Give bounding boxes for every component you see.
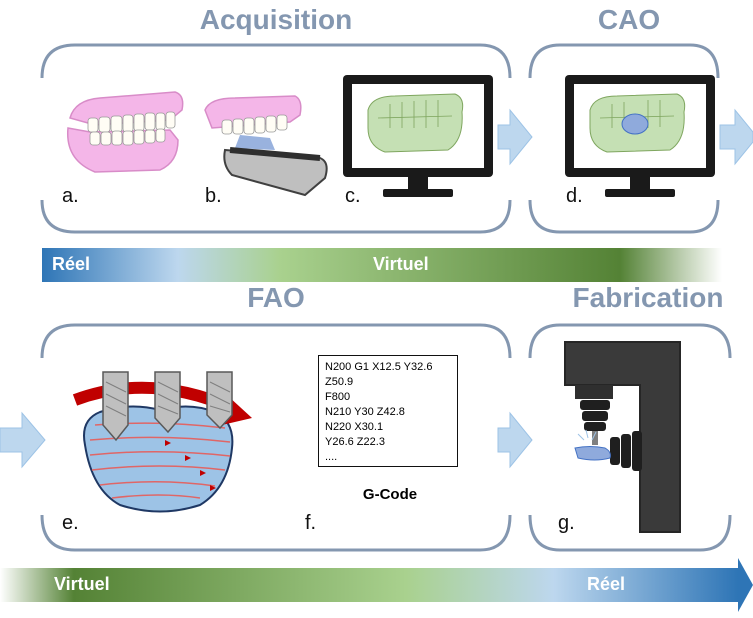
cao-bracket bbox=[528, 43, 720, 234]
arrow-icon bbox=[497, 411, 533, 469]
gcode-line: F800 bbox=[325, 391, 351, 403]
gcode-line: Y26.6 Z22.3 bbox=[325, 436, 385, 448]
step-label-f: f. bbox=[305, 512, 317, 534]
stage-title-cao: CAO bbox=[597, 4, 661, 35]
band-top-left-label: Réel bbox=[52, 254, 91, 274]
step-label-e: e. bbox=[62, 512, 79, 534]
stage-title-fabrication: Fabrication bbox=[572, 282, 724, 313]
dental-arch-illustration bbox=[67, 91, 184, 173]
gcode-caption: G-Code bbox=[362, 486, 418, 503]
step-label-b: b. bbox=[205, 185, 222, 207]
real-virtual-band bbox=[42, 248, 722, 282]
step-label-g: g. bbox=[558, 512, 575, 534]
arrow-icon bbox=[497, 108, 533, 166]
toolpath-illustration bbox=[72, 371, 252, 513]
cad-monitor-icon bbox=[565, 75, 715, 197]
step-label-a: a. bbox=[62, 185, 79, 207]
gcode-box: N200 G1 X12.5 Y32.6 Z50.9 F800 N210 Y30 … bbox=[318, 355, 458, 467]
intraoral-scanner-illustration bbox=[204, 95, 328, 197]
gcode-line: N200 G1 X12.5 Y32.6 bbox=[325, 361, 433, 373]
acquisition-bracket bbox=[40, 43, 512, 234]
milling-machine-illustration bbox=[564, 341, 681, 533]
gcode-line: .... bbox=[325, 451, 338, 463]
monitor-icon bbox=[343, 75, 493, 197]
step-label-d: d. bbox=[566, 185, 583, 207]
band-top-right-label: Virtuel bbox=[373, 254, 429, 274]
band-bottom-left-label: Virtuel bbox=[54, 574, 110, 594]
gcode-line: N210 Y30 Z42.8 bbox=[325, 406, 405, 418]
arrow-icon bbox=[719, 108, 753, 166]
arrow-icon bbox=[0, 411, 46, 469]
stage-title-acquisition: Acquisition bbox=[199, 4, 353, 35]
step-label-c: c. bbox=[345, 185, 361, 207]
fao-bracket bbox=[40, 323, 512, 552]
fabrication-bracket bbox=[528, 323, 732, 552]
gcode-line: Z50.9 bbox=[325, 376, 354, 388]
virtual-real-band bbox=[0, 558, 753, 612]
gcode-line: N220 X30.1 bbox=[325, 421, 384, 433]
band-bottom-right-label: Réel bbox=[587, 574, 626, 594]
stage-title-fao: FAO bbox=[247, 282, 305, 313]
